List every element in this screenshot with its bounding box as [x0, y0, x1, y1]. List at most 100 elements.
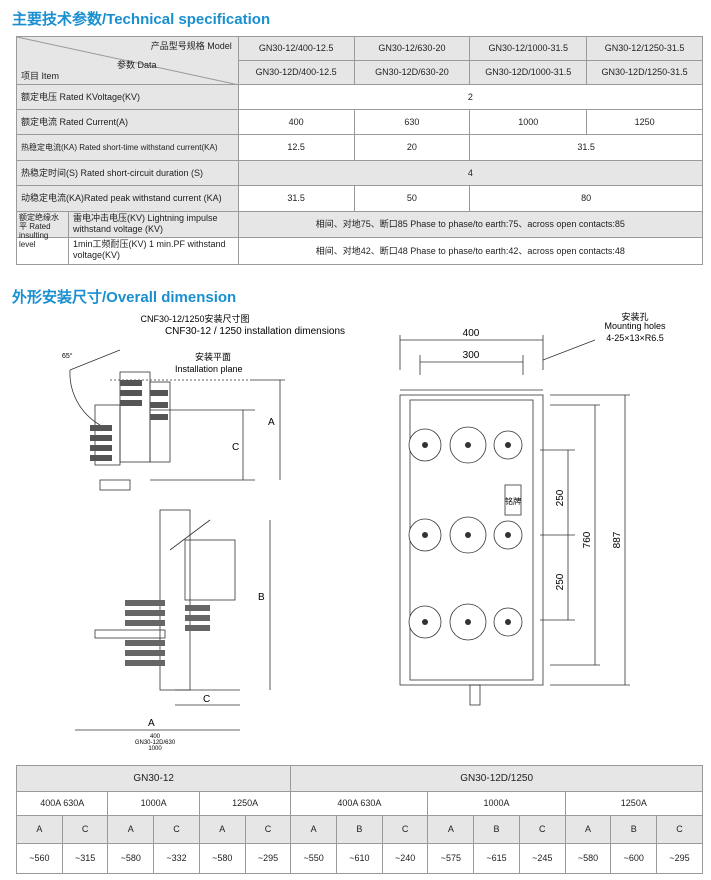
dim-value: ~580: [564, 843, 612, 874]
dim-a2-letter: A: [148, 718, 155, 729]
model-label: 产品型号规格 Model: [150, 41, 232, 51]
install-plane-en: Installation plane: [175, 364, 243, 374]
dim-sub: 1000A: [427, 791, 566, 816]
dim-letter: A: [290, 815, 338, 844]
lightning-label: 雷电冲击电压(KV) Lightning impulse withstand v…: [73, 213, 218, 234]
dim-sub: 1250A: [564, 791, 704, 816]
data-label: 参数 Data: [117, 60, 157, 70]
model-top: GN30-12/630-20: [353, 36, 471, 61]
dim-sub: 1000A: [107, 791, 200, 816]
model-top: GN30-12/1250-31.5: [586, 36, 703, 61]
install-plane-cn: 安装平面: [195, 351, 231, 362]
dim-value: ~615: [473, 843, 520, 874]
dim-value: ~600: [610, 843, 658, 874]
diagram-title-cn: CNF30-12/1250安装尺寸图: [140, 313, 249, 324]
item-label: 项目 Item: [21, 71, 60, 81]
dim-letter: B: [610, 815, 658, 844]
dim-value: ~580: [107, 843, 155, 874]
dim-887: 887: [612, 531, 623, 548]
model-top: GN30-12/1000-31.5: [469, 36, 588, 61]
dim-value: ~610: [336, 843, 383, 874]
dim-sub: 400A 630A: [290, 791, 429, 816]
model-top: GN30-12/400-12.5: [237, 36, 355, 61]
peak-value: 31.5: [237, 185, 355, 212]
current-label: 额定电流 Rated Current(A): [16, 109, 239, 135]
spec-table: 产品型号规格 Model 参数 Data 项目 Item GN30-12/400…: [16, 36, 704, 265]
short-time-value: 20: [353, 134, 471, 161]
lightning-value: 相间、对地75、断口85 Phase to phase/to earth:75、…: [237, 211, 704, 238]
dim-letter: C: [61, 815, 109, 844]
lightning-cell: 额定绝缘水平 Rated insulting level 雷电冲击电压(KV) …: [16, 211, 239, 249]
peak-value: 50: [353, 185, 471, 212]
dim-value: ~295: [244, 843, 292, 874]
front-view-diagram: 安装孔 Mounting holes 4-25×13×R6.5 铭牌 400 3…: [399, 311, 666, 706]
dim-b-letter: B: [258, 592, 265, 603]
voltage-value: 2: [237, 84, 704, 110]
model-bottom: GN30-12D/1000-31.5: [469, 60, 588, 85]
duration-value: 4: [237, 160, 704, 186]
dim-group-2: GN30-12D/1250: [290, 765, 703, 792]
dim-table: GN30-12 GN30-12D/1250 400A 630A 1000A 12…: [15, 765, 704, 874]
dim-c2-letter: C: [203, 694, 210, 705]
short-time-value: 31.5: [469, 134, 703, 161]
footnote-400: 400: [150, 734, 161, 740]
dim-letter: A: [198, 815, 246, 844]
dim-300: 300: [463, 350, 480, 361]
model-bottom: GN30-12D/630-20: [353, 60, 471, 85]
duration-label: 热稳定时间(S) Rated short-circuit duration (S…: [16, 160, 239, 186]
dim-letter: A: [107, 815, 155, 844]
nameplate-label: 铭牌: [505, 496, 521, 506]
current-value: 1250: [586, 109, 703, 135]
diagram-title-en: CNF30-12 / 1250 installation dimensions: [165, 326, 345, 337]
dim-value: ~550: [290, 843, 338, 874]
dim-250-a: 250: [555, 489, 566, 506]
dim-sub: 400A 630A: [15, 791, 109, 816]
side-view-diagram: CNF30-12/1250安装尺寸图 CNF30-12 / 1250 insta…: [62, 313, 345, 752]
dim-letter: C: [656, 815, 703, 844]
current-value: 1000: [469, 109, 588, 135]
spec-heading: 主要技术参数/Technical specification: [12, 11, 271, 28]
dim-value: ~245: [518, 843, 566, 874]
holes-en: Mounting holes: [604, 321, 666, 331]
dim-value: ~315: [61, 843, 109, 874]
dim-value: ~560: [16, 843, 63, 874]
peak-label: 动稳定电流(KA)Rated peak withstand current (K…: [16, 185, 239, 212]
dim-400: 400: [463, 328, 480, 339]
dim-letter: C: [381, 815, 429, 844]
dim-letter: C: [153, 815, 200, 844]
dim-letter: B: [473, 815, 520, 844]
pf-label: 1min工频耐压(KV) 1 min.PF withstand voltage(…: [73, 239, 226, 260]
dim-value: ~332: [153, 843, 200, 874]
current-value: 400: [237, 109, 355, 135]
dim-letter: C: [518, 815, 566, 844]
dim-250-b: 250: [555, 573, 566, 590]
dim-a-letter: A: [268, 417, 275, 428]
dim-letter: A: [427, 815, 475, 844]
dim-letter: A: [564, 815, 612, 844]
current-value: 630: [353, 109, 471, 135]
peak-value: 80: [469, 185, 703, 212]
dim-letter: B: [336, 815, 383, 844]
dim-c-letter: C: [232, 442, 239, 453]
angle-label: 65°: [62, 352, 73, 360]
header-diagonal: [16, 36, 240, 86]
dim-letter: A: [16, 815, 63, 844]
holes-spec: 4-25×13×R6.5: [606, 333, 664, 343]
dim-760: 760: [582, 531, 593, 548]
dim-heading: 外形安装尺寸/Overall dimension: [12, 289, 237, 306]
dim-letter: C: [244, 815, 292, 844]
spec-header-cell: 产品型号规格 Model 参数 Data 项目 Item: [16, 36, 240, 86]
insul-group-label: 额定绝缘水平 Rated insulting level: [17, 212, 69, 249]
footnote-1000: 1000: [148, 746, 162, 752]
footnote-model: GN30-12D/630: [135, 740, 176, 746]
dim-group-1: GN30-12: [15, 765, 292, 792]
pf-cell: 1min工频耐压(KV) 1 min.PF withstand voltage(…: [16, 237, 239, 265]
model-bottom: GN30-12D/1250-31.5: [586, 60, 703, 85]
short-time-value: 12.5: [237, 134, 355, 161]
dim-value: ~240: [381, 843, 429, 874]
dim-value: ~295: [656, 843, 703, 874]
voltage-label: 额定电压 Rated KVoltage(KV): [16, 84, 239, 110]
dim-sub: 1250A: [198, 791, 292, 816]
dim-value: ~580: [198, 843, 246, 874]
short-time-label: 热稳定电流(KA) Rated short-time withstand cur…: [16, 134, 239, 161]
